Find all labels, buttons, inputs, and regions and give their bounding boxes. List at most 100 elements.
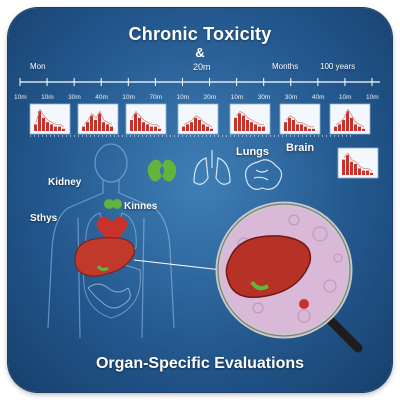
histogram-bar [194,117,197,131]
histogram-bar [312,128,315,131]
histogram-bar [86,122,89,131]
histogram-bar [138,117,141,131]
liver-icon [74,237,135,277]
subtitle-value: 20m [193,62,211,72]
human-body-silhouette [47,143,175,339]
title-ampersand: & [195,45,205,60]
histogram-bar [304,126,307,131]
histogram-bar [206,126,209,131]
histogram-bar [62,128,65,131]
histogram-bar [142,122,145,131]
timeline-tick-label: 20m [203,94,217,101]
histogram-bar [338,124,341,131]
histogram-bar [110,126,113,131]
histogram-bar [158,128,161,131]
histogram-curve [235,110,264,125]
histogram-bar [94,120,97,131]
timeline-tick-label: 10m [230,94,244,101]
histogram-bar [38,111,41,131]
histogram-bar [238,113,241,131]
histogram-bar [234,117,237,131]
timeline-tick-label: 70m [149,94,163,101]
histogram-bar [362,170,365,175]
histogram-bar [246,120,249,131]
histogram-bar [102,122,105,131]
histogram-bar [82,126,85,131]
histogram-bar [358,168,361,175]
timeline-left-label: Mon [30,62,46,71]
histogram-bar [258,126,261,131]
histogram-bar [54,126,57,131]
timeline-tick-label: 10m [366,94,379,101]
histogram-bar [242,115,245,131]
timeline-tick-label: 10m [41,94,54,101]
heart-icon [96,216,128,242]
histogram-bar [284,122,287,131]
histogram-bar [354,164,357,175]
histogram-curve [83,110,113,125]
zoom-connector-line [133,259,223,271]
histogram-bar [190,122,193,131]
histogram-bar [46,122,49,131]
timeline-tick-label: 10m [14,94,27,101]
label-brain: Brain [286,142,315,154]
lungs-icon [193,150,231,185]
histogram-bar [254,124,257,131]
histogram-bar [186,124,189,131]
timeline-tick-label: 10m [338,94,352,101]
histogram-bar [250,122,253,131]
histogram-curve [285,115,314,128]
histogram-bar [350,117,353,131]
histogram-panels [29,103,379,179]
histogram-bar [350,161,353,175]
timeline-tickmarks [19,78,373,86]
histogram-bar [342,159,345,175]
histogram-bar [130,120,133,131]
timeline-tick-label: 10m [176,94,190,101]
histogram-bar [358,126,361,131]
footer-caption: Organ-Specific Evaluations [95,355,305,372]
histogram-bar [154,126,157,131]
histogram-bar [346,111,349,131]
histogram-bar [134,113,137,131]
label-lungs: Lungs [236,146,269,158]
histogram-curve [35,108,65,128]
kidney-icon [147,159,177,182]
infographic-card: Chronic Toxicity & 20m Mon Months 100 ye… [8,8,392,392]
histogram-curve [183,115,213,128]
label-kidney: Kidney [48,177,82,188]
timeline-months-label: Months [272,62,299,71]
timeline-tick-label: 40m [311,94,325,101]
illustration [19,78,380,353]
histogram-bar [150,126,153,131]
histogram-bar [42,117,45,131]
histogram-bar [362,128,365,131]
timeline-years-label: 100 years [320,62,356,71]
histogram-bar [262,126,265,131]
timeline-tick-label: 30m [68,94,81,101]
histogram-curve [131,110,161,128]
histogram-bar [98,113,101,131]
histogram-curve [335,108,365,128]
histogram-bar [292,120,295,131]
intestines-icon [87,283,131,309]
histogram-bar [354,124,357,131]
histogram-bar [334,126,337,131]
timeline-tick-label: 40m [95,94,108,101]
label-kinnes: Kinnes [124,201,158,212]
histogram-bar [58,126,61,131]
histogram-bar [34,124,37,131]
histogram-bar [106,124,109,131]
histogram-bar [202,124,205,131]
timeline-tick-label: 30m [257,94,271,101]
histogram-bar [370,172,373,175]
histogram-bar [366,170,369,175]
thyroid-icon [104,199,122,209]
brain-icon [245,159,283,190]
magnifying-glass-icon [215,201,363,353]
histogram-curve [343,152,373,172]
histogram-bar [90,115,93,131]
histogram-bar [342,120,345,131]
histogram-bar [308,128,311,131]
page-title: Chronic Toxicity [128,24,272,44]
